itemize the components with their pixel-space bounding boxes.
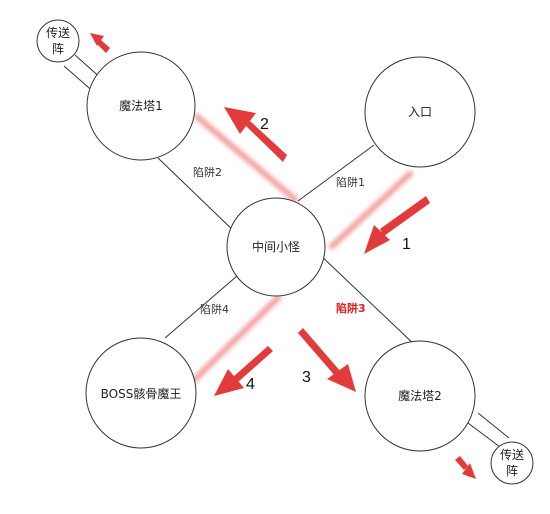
step-number-2: 2 (260, 116, 269, 133)
edge-center-tower2 (316, 251, 419, 349)
arrow-step-2 (224, 107, 287, 162)
nodes (36, 19, 534, 485)
label-teleport2-line1: 传送 (500, 447, 524, 462)
node-teleport2 (490, 441, 534, 485)
node-tower1 (86, 51, 196, 161)
highlight-entrance-center (327, 169, 415, 251)
label-trap3: 陷阱3 (336, 301, 366, 315)
edge-tower2-teleport2-b (477, 412, 510, 439)
node-entrance (364, 56, 476, 168)
highlight-center-tower1 (193, 112, 299, 204)
label-teleport2-line2: 阵 (506, 464, 518, 478)
label-boss: BOSS骸骨魔王 (101, 386, 182, 401)
label-trap1: 陷阱1 (336, 175, 365, 189)
arrow-teleport1 (90, 33, 110, 53)
arrow-teleport2 (455, 456, 476, 479)
edges (63, 54, 510, 448)
route-arrows (90, 33, 476, 479)
label-teleport1-line1: 传送 (46, 25, 70, 40)
node-center (226, 197, 326, 297)
step-numbers: 1 2 3 4 (246, 116, 411, 393)
arrow-step-3 (298, 328, 356, 392)
label-trap2: 陷阱2 (193, 165, 222, 179)
label-center: 中间小怪 (252, 239, 300, 254)
edge-labels: 陷阱2 陷阱1 陷阱3 陷阱4 (193, 165, 366, 316)
label-tower2: 魔法塔2 (398, 388, 442, 403)
node-tower2 (364, 340, 476, 452)
node-teleport1 (36, 19, 80, 63)
edge-center-boss (164, 275, 238, 339)
arrow-step-1 (364, 196, 430, 254)
edge-tower2-teleport2-a (467, 422, 501, 448)
route-highlights (189, 112, 415, 385)
edge-entrance-center (297, 144, 375, 202)
node-labels: 传送 阵 魔法塔1 入口 中间小怪 BOSS骸骨魔王 魔法塔2 传送 阵 (46, 25, 524, 478)
highlight-center-boss (189, 293, 283, 385)
edge-tower1-center (157, 157, 239, 236)
step-number-3: 3 (302, 369, 311, 386)
node-boss (85, 337, 197, 449)
step-number-1: 1 (402, 236, 411, 253)
label-trap4: 陷阱4 (200, 302, 229, 316)
arrow-step-4 (214, 346, 273, 396)
step-number-4: 4 (246, 376, 255, 393)
label-teleport1-line2: 阵 (52, 42, 64, 56)
label-entrance: 入口 (408, 105, 432, 119)
label-tower1: 魔法塔1 (119, 98, 163, 113)
